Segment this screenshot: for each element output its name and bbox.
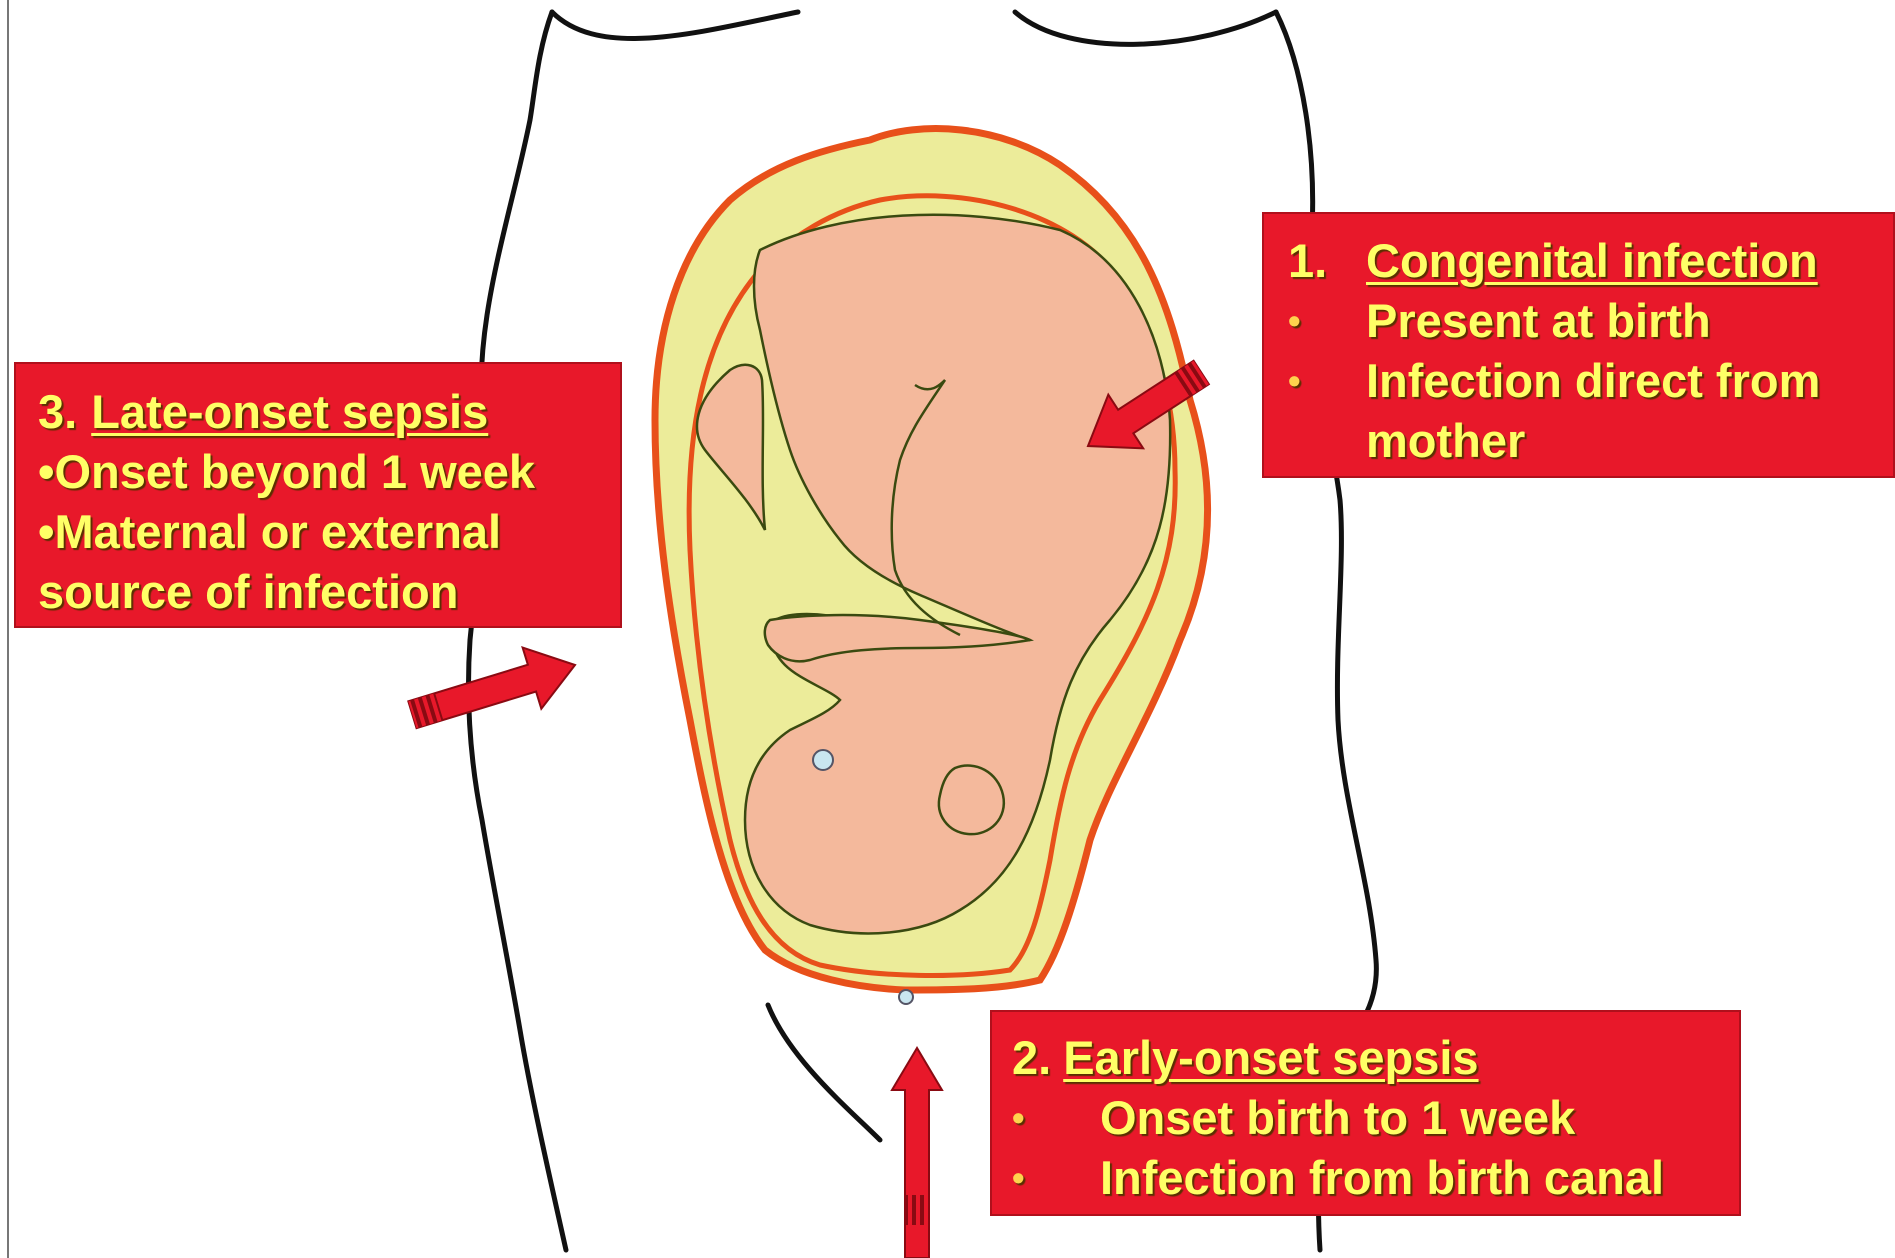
callout-number: 3. — [38, 382, 77, 442]
callout-bullet: Onset birth to 1 week — [1090, 1088, 1575, 1148]
fetus-ear — [939, 766, 1004, 835]
callout-heading-row: 1. Congenital infection — [1288, 231, 1893, 291]
callout-line: •Onset beyond 1 week — [38, 442, 620, 502]
callout-heading: Congenital infection — [1366, 231, 1818, 291]
bullet-icon: • — [1012, 1088, 1090, 1148]
callout-number: 1. — [1288, 231, 1366, 291]
callout-heading-row: 2. Early-onset sepsis — [1012, 1028, 1739, 1088]
callout-heading: Early-onset sepsis — [1063, 1028, 1478, 1088]
callout-line: source of infection — [38, 562, 620, 622]
callout-bullet-continuation: mother — [1288, 411, 1893, 471]
cervix-opening — [899, 990, 913, 1004]
callout-bullet: Present at birth — [1366, 291, 1711, 351]
callout-congenital-infection: 1. Congenital infection • Present at bir… — [1262, 212, 1895, 478]
callout-bullet-row: • Present at birth — [1288, 291, 1893, 351]
callout-bullet: mother — [1366, 411, 1525, 471]
callout-bullet: Infection from birth canal — [1090, 1148, 1664, 1208]
callout-line: •Maternal or external — [38, 502, 620, 562]
callout-heading: Late-onset sepsis — [91, 382, 488, 442]
bullet-spacer — [1288, 411, 1366, 471]
callout-late-onset-sepsis: 3. Late-onset sepsis •Onset beyond 1 wee… — [14, 362, 622, 628]
arrow-late-onset — [403, 634, 584, 745]
callout-bullet-row: • Infection direct from — [1288, 351, 1893, 411]
callout-bullet-row: • Onset birth to 1 week — [1012, 1088, 1739, 1148]
callout-number: 2. — [1012, 1028, 1051, 1088]
callout-bullet: Infection direct from — [1366, 351, 1820, 411]
bullet-icon: • — [1288, 351, 1366, 411]
callout-heading-row: 3. Late-onset sepsis — [38, 382, 620, 442]
bullet-icon: • — [1012, 1148, 1090, 1208]
callout-early-onset-sepsis: 2. Early-onset sepsis • Onset birth to 1… — [990, 1010, 1741, 1216]
callout-bullet-row: • Infection from birth canal — [1012, 1148, 1739, 1208]
arrow-early-onset — [892, 1048, 942, 1258]
fetus-eye — [813, 750, 833, 770]
bullet-icon: • — [1288, 291, 1366, 351]
